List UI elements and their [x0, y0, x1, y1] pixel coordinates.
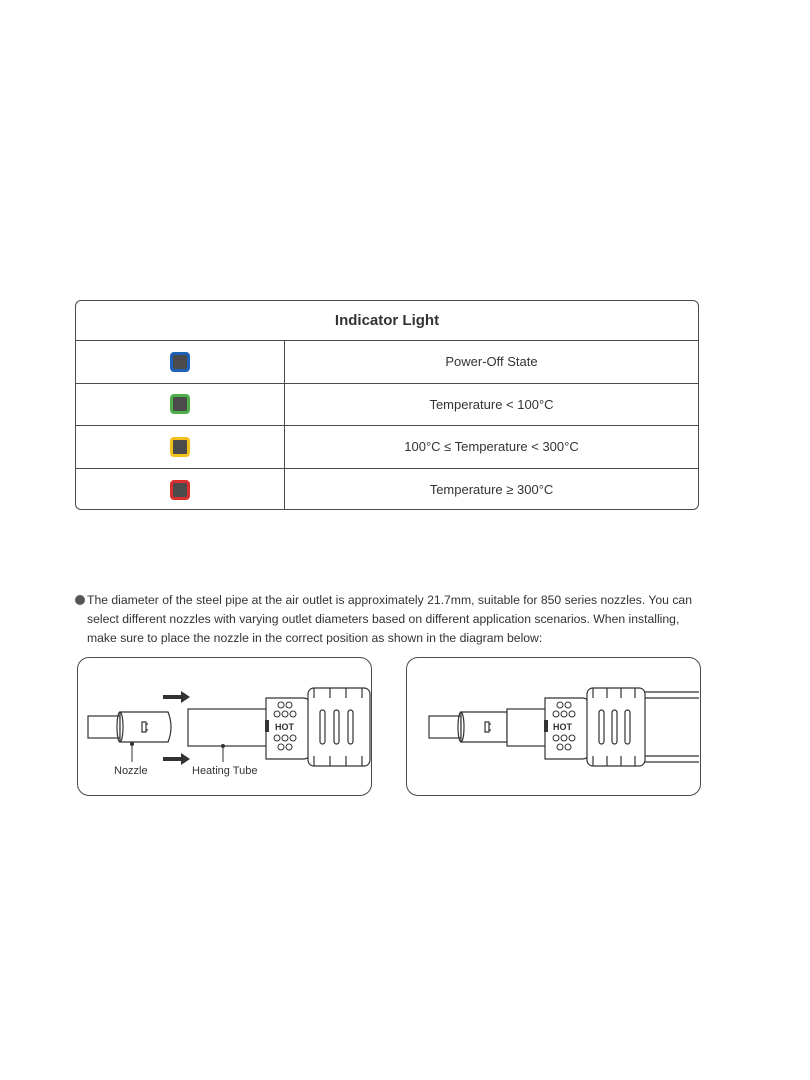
hot-label: HOT [553, 722, 573, 732]
diagram-after-install: HOT [406, 657, 701, 796]
note-line: select different nozzles with varying ou… [87, 612, 680, 626]
green-indicator-icon [170, 394, 190, 415]
diagram-before-install: HOT Nozzle Heating Tube [77, 657, 372, 796]
table-row: 100°C ≤ Temperature < 300°C [76, 426, 698, 469]
indicator-light-table: Indicator Light Power-Off State Temperat… [75, 300, 699, 510]
table-row: Temperature < 100°C [76, 383, 698, 426]
state-text: Temperature < 100°C [429, 396, 554, 412]
nozzle-diagram: HOT Nozzle Heating Tube [87, 687, 371, 777]
installation-note: The diameter of the steel pipe at the ai… [75, 591, 702, 648]
red-indicator-icon [170, 479, 190, 500]
bullet-icon [75, 595, 85, 605]
state-text: Temperature ≥ 300°C [429, 482, 554, 498]
table-title: Indicator Light [76, 301, 698, 341]
table-row: Temperature ≥ 300°C [76, 468, 698, 509]
assembled-diagram: HOT [428, 687, 699, 767]
table-row: Power-Off State [76, 341, 698, 384]
state-text: Power-Off State [445, 354, 538, 370]
blue-indicator-icon [170, 351, 190, 372]
state-text: 100°C ≤ Temperature < 300°C [404, 439, 579, 455]
note-line: make sure to place the nozzle in the cor… [87, 631, 543, 645]
yellow-indicator-icon [170, 436, 190, 457]
heating-tube-label: Heating Tube [192, 765, 257, 777]
note-line: The diameter of the steel pipe at the ai… [87, 593, 692, 607]
hot-label: HOT [275, 722, 295, 732]
nozzle-label: Nozzle [114, 765, 148, 777]
